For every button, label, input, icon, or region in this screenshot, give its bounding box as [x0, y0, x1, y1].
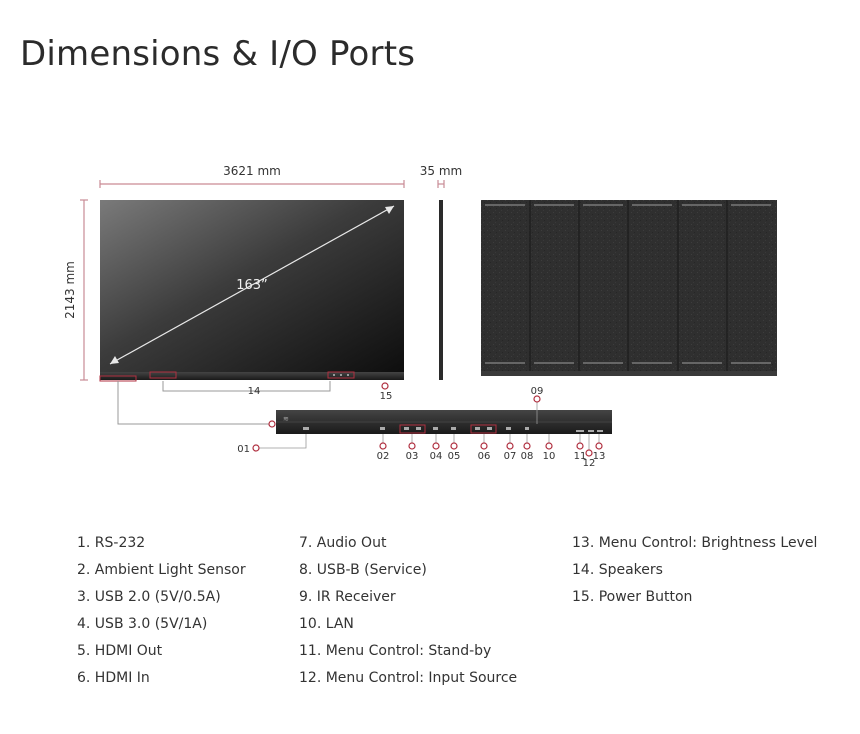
depth-dimension: 35 mm	[420, 164, 462, 188]
legend-item: 11. Menu Control: Stand-by	[299, 643, 492, 659]
usb-highlight	[399, 424, 426, 434]
callout-03: 03	[406, 451, 419, 462]
rear-view	[481, 200, 777, 376]
legend-item: 12. Menu Control: Input Source	[299, 670, 518, 686]
callout-01: 01	[237, 444, 250, 455]
callout-11: 11	[574, 451, 587, 462]
legend-item: 10. LAN	[299, 616, 354, 632]
legend-item: 5. HDMI Out	[77, 643, 163, 659]
callouts: 01 02 03 04 05 06 07 08 09 10 11 12	[237, 386, 605, 469]
callout-13: 13	[593, 451, 606, 462]
callout-09: 09	[531, 386, 544, 397]
callout-05: 05	[448, 451, 461, 462]
legend-item: 14. Speakers	[572, 562, 663, 578]
legend-column-2: 7. Audio Out 8. USB-B (Service) 9. IR Re…	[299, 530, 517, 692]
diagonal-label: 163”	[236, 278, 268, 293]
side-view	[439, 200, 443, 380]
callout-12: 12	[583, 458, 596, 469]
callout-07: 07	[504, 451, 517, 462]
width-label: 3621 mm	[223, 164, 281, 178]
legend-item: 13. Menu Control: Brightness Level	[572, 535, 818, 551]
width-dimension: 3621 mm	[99, 164, 405, 188]
legend-item: 4. USB 3.0 (5V/1A)	[77, 616, 208, 632]
menu-control-highlight	[327, 371, 355, 379]
legend-item: 2. Ambient Light Sensor	[77, 562, 246, 578]
callout-10: 10	[543, 451, 556, 462]
callout-04: 04	[430, 451, 443, 462]
legend-item: 1. RS-232	[77, 535, 146, 551]
legend-item: 9. IR Receiver	[299, 589, 396, 605]
callout-06: 06	[478, 451, 491, 462]
speaker-highlight	[149, 371, 177, 379]
legend-item: 15. Power Button	[572, 589, 693, 605]
legend-item: 7. Audio Out	[299, 535, 387, 551]
wifi-icon: ≋	[283, 415, 289, 423]
legend-item: 6. HDMI In	[77, 670, 150, 686]
callout-02: 02	[377, 451, 390, 462]
legend-column-3: 13. Menu Control: Brightness Level 14. S…	[572, 530, 817, 611]
legend-item: 8. USB-B (Service)	[299, 562, 427, 578]
diagonal-line	[109, 205, 395, 365]
io-bar: ≋	[276, 402, 612, 434]
dimensions-diagram: 3621 mm 35 mm 2143 mm 163”	[63, 164, 777, 469]
height-label: 2143 mm	[63, 261, 77, 319]
hdmi-in-highlight	[470, 424, 497, 434]
front-view: 163”	[99, 200, 404, 428]
callout-14: 14	[248, 386, 261, 397]
legend-item: 3. USB 2.0 (5V/0.5A)	[77, 589, 221, 605]
callout-08: 08	[521, 451, 534, 462]
legend-column-1: 1. RS-232 2. Ambient Light Sensor 3. USB…	[77, 530, 246, 692]
callout-15: 15	[380, 391, 393, 402]
height-dimension: 2143 mm	[63, 199, 88, 381]
front-bottom-bar	[100, 372, 404, 380]
page-title: Dimensions & I/O Ports	[20, 34, 416, 74]
depth-label: 35 mm	[420, 164, 462, 178]
